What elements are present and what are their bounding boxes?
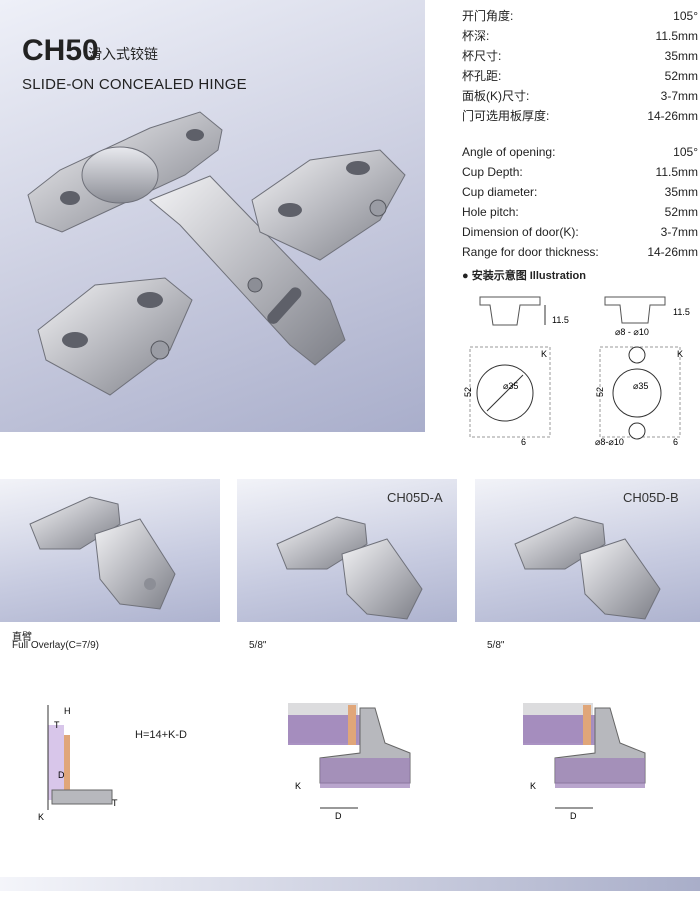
k-label-2: K: [677, 349, 683, 359]
spec-label: 杯深:: [462, 29, 490, 43]
dowel-size-label: ⌀8 - ⌀10: [615, 327, 649, 337]
spec-value: 11.5mm: [655, 29, 698, 43]
spec-value: 11.5mm: [655, 165, 698, 179]
overlay-diagram-a: K D: [288, 703, 411, 821]
hinge-image: [29, 496, 176, 610]
k-label: K: [295, 781, 301, 791]
variant-panel-a: [237, 479, 457, 622]
k-label: K: [541, 349, 547, 359]
variant-panel-b: [475, 479, 700, 622]
formula: H=14+K-D: [135, 729, 187, 741]
k-label: K: [38, 812, 44, 822]
spec-table: 开门角度: 105° 杯深: 11.5mm 杯尺寸: 35mm 杯孔距: 52mm 面板…: [462, 6, 698, 262]
offset-label-2: 6: [673, 437, 678, 447]
overlay-diagram: H T D T K: [38, 705, 118, 822]
spec-label: Range for door thickness:: [462, 245, 599, 259]
spec-label: 杯孔距:: [462, 69, 502, 83]
spec-row: Dimension of door(K): 3-7mm: [462, 222, 698, 242]
spec-row: 杯深: 11.5mm: [462, 26, 698, 46]
spec-row: Hole pitch: 52mm: [462, 202, 698, 222]
t-label-2: T: [112, 798, 118, 808]
hole-pitch-label-2: 52: [595, 387, 605, 397]
hinge-image: [276, 516, 423, 620]
cup-diameter-label: ⌀35: [503, 381, 518, 391]
variant-caption: Full Overlay(C=7/9): [12, 640, 99, 651]
d-label: D: [570, 811, 577, 821]
footer-bar: [0, 877, 700, 891]
offset-label: 6: [521, 437, 526, 447]
spec-row: 开门角度: 105°: [462, 6, 698, 26]
hero-image-panel: [0, 0, 425, 432]
spec-row: 杯孔距: 52mm: [462, 66, 698, 86]
spec-label: 门可选用板厚度:: [462, 109, 550, 123]
spec-value: 52mm: [664, 69, 698, 83]
variant-caption-cn: 直臂: [12, 632, 32, 643]
d-label: D: [58, 770, 65, 780]
variant-caption: 5/8": [487, 640, 505, 651]
spec-row: Cup Depth: 11.5mm: [462, 162, 698, 182]
spec-label: 面板(K)尺寸:: [462, 89, 530, 103]
variant-caption: 5/8": [249, 640, 267, 651]
spec-value: 105°: [673, 9, 698, 23]
spec-label: 开门角度:: [462, 9, 514, 23]
variant-panel-straight: [0, 479, 220, 622]
hinge-product-illustration: [27, 111, 406, 396]
product-name-cn: 滑入式铰链: [88, 46, 158, 62]
spec-row: Range for door thickness: 14-26mm: [462, 242, 698, 262]
spec-label: Dimension of door(K):: [462, 225, 579, 239]
spec-label: Cup Depth:: [462, 165, 523, 179]
t-label: T: [54, 720, 60, 730]
spec-label: Angle of opening:: [462, 145, 556, 159]
spec-value: 52mm: [664, 205, 698, 219]
spec-value: 35mm: [664, 49, 698, 63]
variant-label-a: CH05D-A: [387, 490, 443, 505]
product-name-en: SLIDE-ON CONCEALED HINGE: [22, 76, 247, 93]
spec-value: 105°: [673, 145, 698, 159]
cup-diameter-label-2: ⌀35: [633, 381, 648, 391]
hinge-image: [514, 516, 661, 620]
spec-value: 14-26mm: [647, 245, 698, 259]
d-label: D: [335, 811, 342, 821]
spec-value: 3-7mm: [660, 225, 698, 239]
spec-row: 门可选用板厚度: 14-26mm: [462, 106, 698, 126]
h-label: H: [64, 706, 71, 716]
overlay-diagram-b: K D: [523, 703, 646, 821]
spec-label: 杯尺寸:: [462, 49, 502, 63]
hole-pitch-label: 52: [463, 387, 473, 397]
dowel-size-label-2: ⌀8-⌀10: [595, 437, 624, 447]
spec-row: 面板(K)尺寸: 3-7mm: [462, 86, 698, 106]
spec-value: 35mm: [664, 185, 698, 199]
k-label: K: [530, 781, 536, 791]
spec-value: 3-7mm: [660, 89, 698, 103]
variant-label-b: CH05D-B: [623, 490, 679, 505]
spec-row: 杯尺寸: 35mm: [462, 46, 698, 66]
spec-label: Cup diameter:: [462, 185, 538, 199]
cup-depth-label-2: 11.5: [673, 307, 690, 317]
spec-row: Angle of opening: 105°: [462, 142, 698, 162]
cup-depth-label: 11.5: [552, 315, 569, 325]
installation-diagram: 11.5 11.5 ⌀8 - ⌀10 ⌀35 52 6 K ⌀35 52 ⌀8-…: [463, 296, 690, 447]
model-number: CH50: [22, 34, 99, 67]
illustration-title: ● 安装示意图 Illustration: [462, 270, 586, 282]
spec-row: Cup diameter: 35mm: [462, 182, 698, 202]
spec-label: Hole pitch:: [462, 205, 519, 219]
spec-value: 14-26mm: [647, 109, 698, 123]
